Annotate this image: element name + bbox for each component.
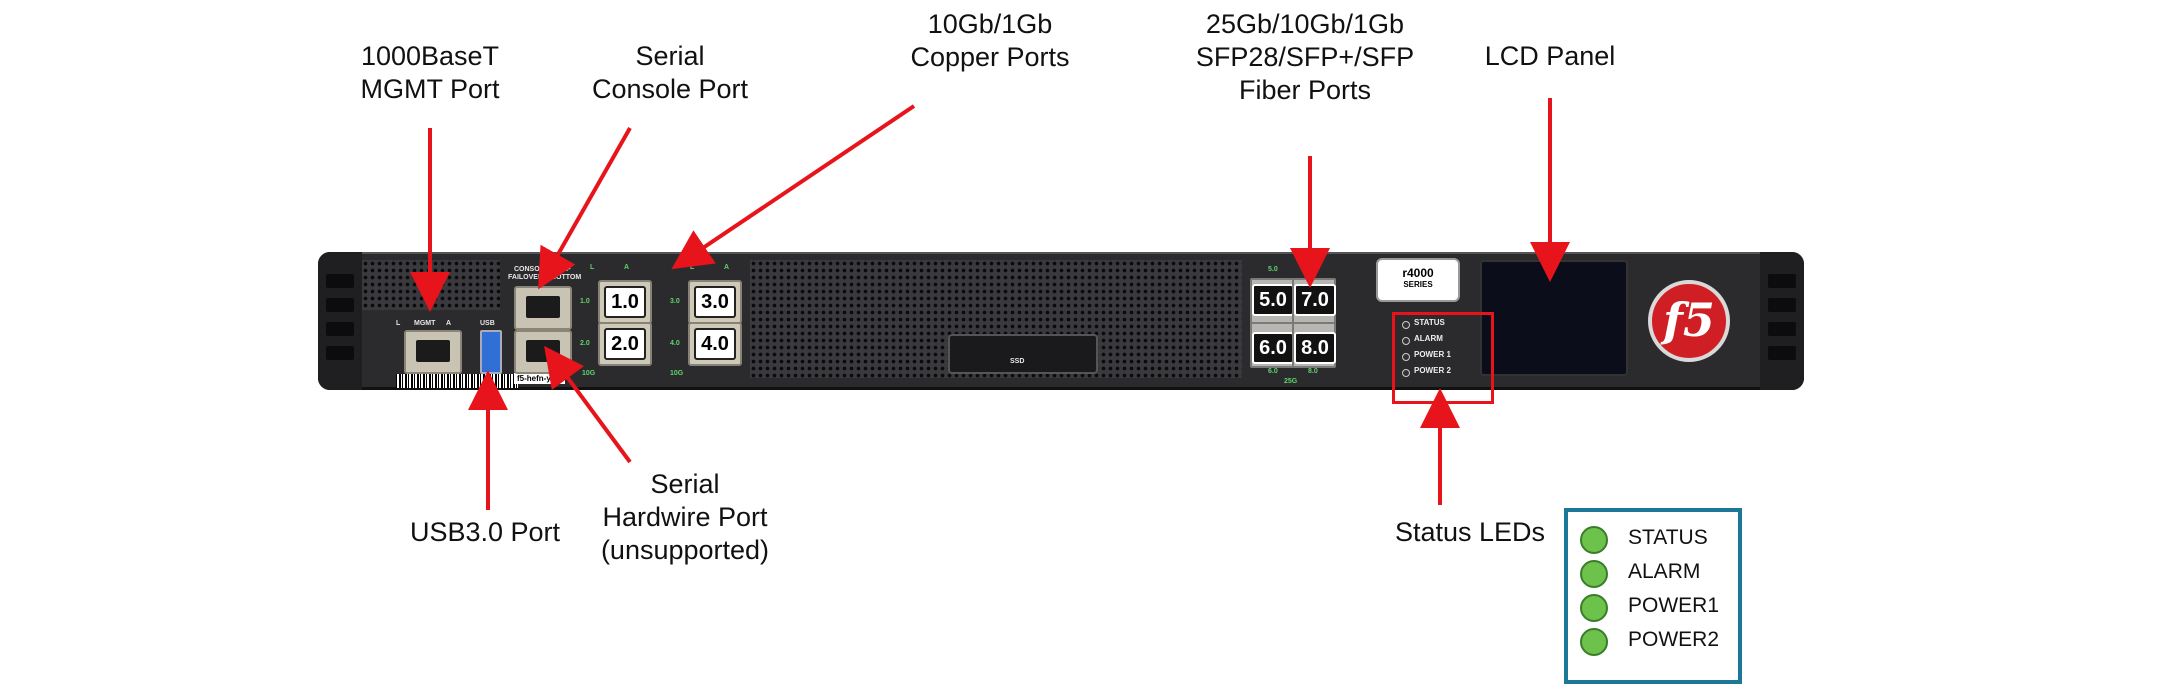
- legend-alarm-label: ALARM: [1628, 560, 1701, 583]
- f5-logo: f5: [1648, 280, 1730, 362]
- sfp-top-left-label: 5.0: [1268, 266, 1278, 273]
- callout-copper-ports: 10Gb/1Gb Copper Ports: [910, 9, 1070, 72]
- copper-left-side-bottom: 2.0: [580, 340, 590, 347]
- serial-console-port[interactable]: [514, 286, 572, 330]
- copper-right-side-top: 3.0: [670, 298, 680, 305]
- legend-power2-led-icon: [1580, 628, 1608, 656]
- sfp-port-8-0[interactable]: 8.0: [1292, 322, 1336, 368]
- ssd-bay[interactable]: SSD: [948, 334, 1098, 374]
- led-power1-dot: [1402, 353, 1410, 361]
- copper-left-led-l: L: [590, 264, 595, 271]
- copper-port-4-0-label: 4.0: [694, 328, 736, 360]
- legend-alarm-led-icon: [1580, 560, 1608, 588]
- copper-port-3-0[interactable]: 3.0: [688, 280, 742, 324]
- led-alarm-label: ALARM: [1414, 334, 1443, 343]
- callout-serial-console-port: Serial Console Port: [591, 41, 749, 104]
- copper-right-speed: 10G: [670, 370, 684, 377]
- arrow-hardwire: [544, 345, 632, 464]
- sfp-port-5-0-label: 5.0: [1252, 284, 1294, 316]
- copper-left-led-a: A: [624, 264, 630, 271]
- led-status-dot: [1402, 321, 1410, 329]
- led-power2-label: POWER 2: [1414, 366, 1451, 375]
- callout-status-leds: Status LEDs: [1394, 517, 1546, 547]
- led-status-label: STATUS: [1414, 318, 1445, 327]
- copper-port-4-0[interactable]: 4.0: [688, 322, 742, 366]
- led-power2-dot: [1402, 369, 1410, 377]
- sfp-bottom-right-label: 8.0: [1308, 368, 1318, 375]
- mgmt-port[interactable]: [404, 330, 462, 374]
- legend-status-label: STATUS: [1628, 526, 1708, 549]
- callout-usb-port: USB3.0 Port: [409, 517, 561, 547]
- mgmt-led-a-label: A: [446, 320, 452, 327]
- copper-right-led-a: A: [724, 264, 730, 271]
- legend-status-led-icon: [1580, 526, 1608, 554]
- copper-port-3-0-label: 3.0: [694, 286, 736, 318]
- mgmt-led-l-label: L: [396, 320, 401, 327]
- sfp-port-8-0-label: 8.0: [1294, 332, 1336, 364]
- arrow-copper: [671, 104, 916, 270]
- sfp-port-6-0-label: 6.0: [1252, 332, 1294, 364]
- left-rack-ear: [318, 252, 362, 390]
- copper-port-2-0[interactable]: 2.0: [598, 322, 652, 366]
- sfp-bottom-left-label: 6.0: [1268, 368, 1278, 375]
- copper-right-side-bottom: 4.0: [670, 340, 680, 347]
- legend-power1-label: POWER1: [1628, 594, 1720, 617]
- copper-port-1-0[interactable]: 1.0: [598, 280, 652, 324]
- led-alarm-dot: [1402, 337, 1410, 345]
- callout-lcd-panel: LCD Panel: [1484, 41, 1616, 71]
- copper-port-2-0-label: 2.0: [604, 328, 646, 360]
- arrow-console: [538, 127, 632, 290]
- usb-label: USB: [480, 320, 495, 327]
- status-led-panel: STATUS ALARM POWER 1 POWER 2: [1402, 318, 1472, 378]
- copper-left-speed: 10G: [582, 370, 596, 377]
- led-power1-label: POWER 1: [1414, 350, 1451, 359]
- copper-left-side-top: 1.0: [580, 298, 590, 305]
- right-rack-ear: [1760, 252, 1804, 390]
- copper-port-1-0-label: 1.0: [604, 286, 646, 318]
- hostname-label: f5-hefn-yh...: [514, 373, 566, 384]
- sfp-port-5-0[interactable]: 5.0: [1250, 278, 1294, 324]
- mgmt-port-label: MGMT: [414, 320, 436, 327]
- series-label: SERIES: [1403, 280, 1433, 289]
- callout-fiber-ports: 25Gb/10Gb/1Gb SFP28/SFP+/SFP Fiber Ports: [1195, 9, 1415, 105]
- callout-mgmt-port: 1000BaseT MGMT Port: [360, 41, 500, 104]
- status-led-legend: STATUS ALARM POWER1 POWER2: [1564, 508, 1742, 684]
- sfp-port-7-0-label: 7.0: [1294, 284, 1336, 316]
- model-name: r4000: [1402, 266, 1434, 280]
- legend-power2-label: POWER2: [1628, 628, 1720, 651]
- legend-power1-led-icon: [1580, 594, 1608, 622]
- ssd-label: SSD: [1010, 358, 1025, 365]
- sfp-speed-label: 25G: [1284, 378, 1298, 385]
- model-series-badge: r4000 SERIES: [1376, 258, 1460, 302]
- callout-serial-hardwire-port: Serial Hardwire Port (unsupported): [600, 469, 770, 565]
